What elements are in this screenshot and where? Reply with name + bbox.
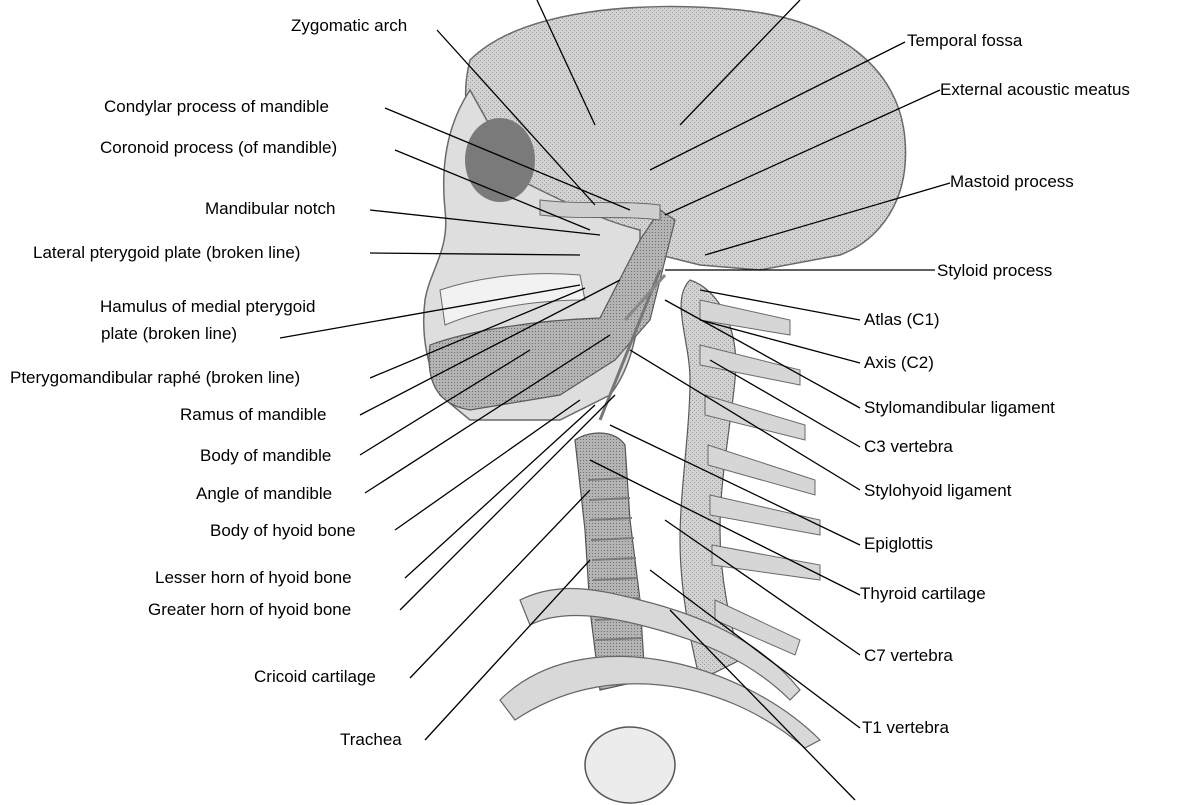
label-lesser-horn-of-hyoid: Lesser horn of hyoid bone: [155, 568, 352, 588]
label-temporal-fossa: Temporal fossa: [907, 31, 1022, 51]
label-greater-horn-of-hyoid: Greater horn of hyoid bone: [148, 600, 351, 620]
label-stylohyoid-ligament: Stylohyoid ligament: [864, 481, 1011, 501]
label-t1-vertebra: T1 vertebra: [862, 718, 949, 738]
label-atlas-c1: Atlas (C1): [864, 310, 940, 330]
label-lateral-pterygoid-plate: Lateral pterygoid plate (broken line): [33, 243, 300, 263]
label-hamulus-line2: plate (broken line): [101, 324, 237, 344]
label-pterygomandibular-raphe: Pterygomandibular raphé (broken line): [10, 368, 300, 388]
label-cricoid-cartilage: Cricoid cartilage: [254, 667, 376, 687]
humeral-head: [585, 727, 675, 803]
label-ramus-of-mandible: Ramus of mandible: [180, 405, 326, 425]
label-angle-of-mandible: Angle of mandible: [196, 484, 332, 504]
label-epiglottis: Epiglottis: [864, 534, 933, 554]
label-stylomandibular-ligament: Stylomandibular ligament: [864, 398, 1055, 418]
leader-trachea: [425, 560, 590, 740]
label-styloid-process: Styloid process: [937, 261, 1052, 281]
orbit: [465, 118, 535, 202]
label-coronoid-process: Coronoid process (of mandible): [100, 138, 337, 158]
label-mandibular-notch: Mandibular notch: [205, 199, 335, 219]
label-external-acoustic-meatus: External acoustic meatus: [940, 80, 1130, 100]
leader-cricoid: [410, 490, 590, 678]
label-axis-c2: Axis (C2): [864, 353, 934, 373]
leader-lesser-horn: [405, 405, 595, 578]
label-body-of-mandible: Body of mandible: [200, 446, 331, 466]
label-c3-vertebra: C3 vertebra: [864, 437, 953, 457]
label-mastoid-process: Mastoid process: [950, 172, 1074, 192]
label-condylar-process: Condylar process of mandible: [104, 97, 329, 117]
label-trachea: Trachea: [340, 730, 402, 750]
larynx-trachea: [575, 433, 645, 690]
label-hamulus-line1: Hamulus of medial pterygoid: [100, 297, 315, 317]
label-zygomatic-arch: Zygomatic arch: [291, 16, 407, 36]
label-body-of-hyoid-bone: Body of hyoid bone: [210, 521, 356, 541]
label-thyroid-cartilage: Thyroid cartilage: [860, 584, 986, 604]
skull-illustration: [424, 7, 906, 420]
label-c7-vertebra: C7 vertebra: [864, 646, 953, 666]
leader-epiglottis: [610, 425, 860, 545]
clavicle-and-ribs: [500, 588, 820, 748]
